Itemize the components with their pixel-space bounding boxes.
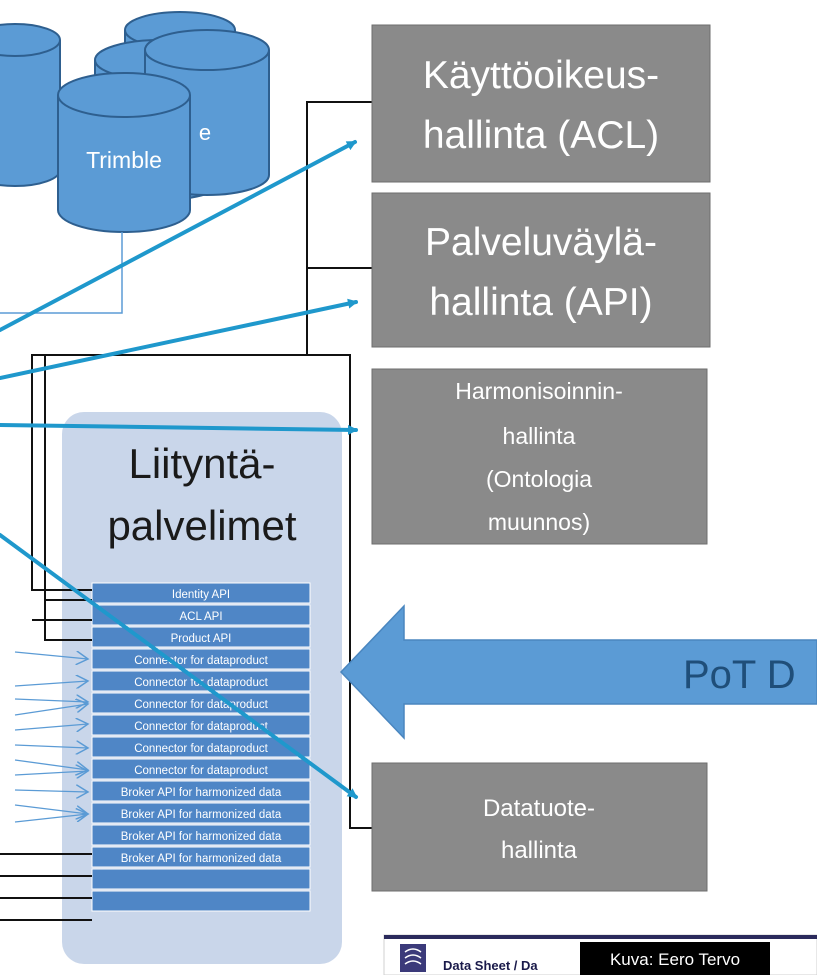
interface-servers-title-line-1: Liityntä- <box>128 440 275 487</box>
big-left-arrow <box>339 604 817 740</box>
interface-servers-title-line-2: palvelimet <box>107 502 296 549</box>
harmonization-manager-line-4: muunnos) <box>488 509 590 535</box>
api-row-label: Broker API for harmonized data <box>121 787 282 799</box>
api-row-label: Connector for dataproduct <box>134 743 268 755</box>
api-row <box>91 780 311 802</box>
api-row-label: Connector for dataproduct <box>134 721 268 733</box>
api-row <box>91 582 311 604</box>
api-row <box>91 802 311 824</box>
product-manager-box <box>371 762 708 892</box>
api-row <box>91 890 311 912</box>
api-rows <box>91 582 311 912</box>
api-row <box>91 758 311 780</box>
api-row-label: Product API <box>171 633 232 645</box>
api-row <box>91 648 311 670</box>
photo-credit-box <box>580 942 770 975</box>
api-row-label: ACL API <box>179 611 222 623</box>
api-row <box>91 714 311 736</box>
api-row-label: Connector for dataproduct <box>134 765 268 777</box>
api-row-label: Connector for dataproduct <box>134 655 268 667</box>
data-sheet-logo-icon <box>400 944 426 972</box>
harmonization-manager-line-3: (Ontologia <box>486 466 592 492</box>
connector-input-arrows <box>14 652 88 823</box>
api-row-label: Identity API <box>172 589 230 601</box>
api-row <box>91 824 311 846</box>
harmonization-manager-line-2: hallinta <box>503 423 576 449</box>
harmonization-manager-box <box>371 368 708 545</box>
acl-manager-line-2: hallinta (ACL) <box>423 114 659 157</box>
api-row <box>91 846 311 868</box>
data-sheet-title: Data Sheet / Da <box>443 958 538 973</box>
relation-arrows <box>0 140 358 799</box>
harmonization-manager-line-1: Harmonisoinnin- <box>455 378 622 404</box>
acl-manager-box <box>371 24 711 183</box>
database-trimble-label: Trimble <box>86 147 162 173</box>
api-row <box>91 868 311 890</box>
api-row <box>91 736 311 758</box>
database-partial-label: e <box>199 120 211 145</box>
api-row-label: Connector for dataproduct <box>134 699 268 711</box>
product-manager-line-2: hallinta <box>501 837 578 864</box>
big-arrow-label: PoT D <box>683 653 796 697</box>
api-manager-box <box>371 192 711 348</box>
api-manager-line-2: hallinta (API) <box>429 281 652 324</box>
connector-lines <box>0 101 372 921</box>
acl-manager-line-1: Käyttöoikeus- <box>423 54 659 97</box>
database-connector-line <box>0 232 123 314</box>
api-row-label: Broker API for harmonized data <box>121 809 282 821</box>
api-row <box>91 692 311 714</box>
database-cylinder-front <box>57 72 191 233</box>
photo-credit: Kuva: Eero Tervo <box>610 950 740 969</box>
api-row <box>91 604 311 626</box>
api-row-label: Broker API for harmonized data <box>121 853 282 865</box>
api-row-label: Broker API for harmonized data <box>121 831 282 843</box>
database-cylinder-left <box>0 23 61 187</box>
api-manager-line-1: Palveluväylä- <box>425 221 657 264</box>
product-manager-line-1: Datatuote- <box>483 795 595 822</box>
